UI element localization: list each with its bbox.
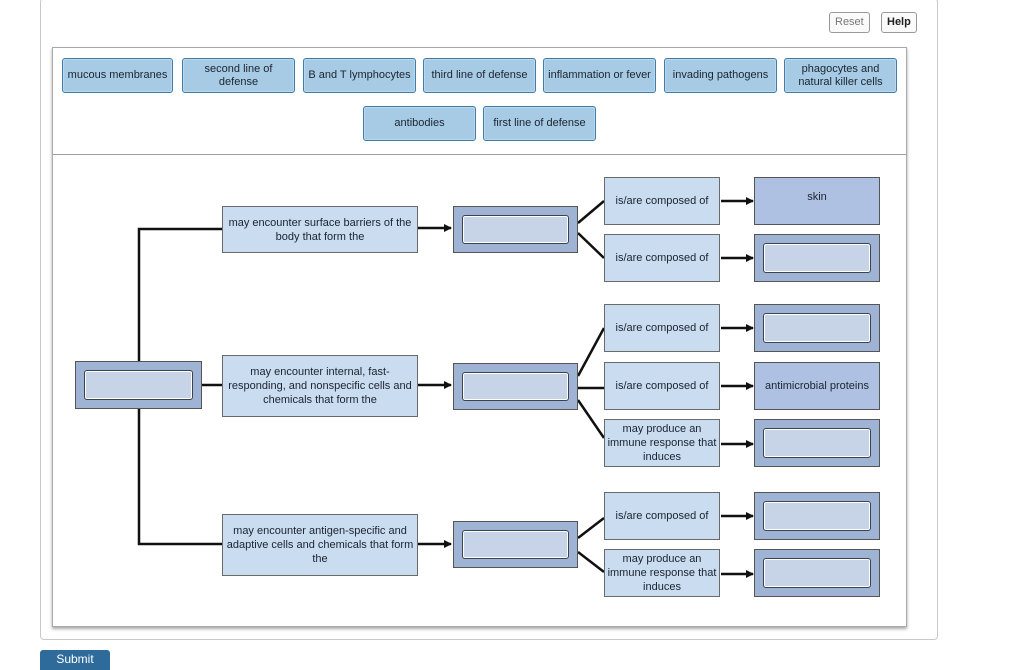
drag-drop-panel: mucous membranes second line of defense … bbox=[52, 47, 907, 627]
drop-target-root[interactable] bbox=[75, 361, 202, 409]
drop-target-result-6[interactable] bbox=[754, 492, 880, 540]
help-button[interactable]: Help bbox=[881, 12, 917, 33]
drop-slot[interactable] bbox=[462, 530, 569, 559]
drop-slot[interactable] bbox=[84, 370, 193, 400]
label-chip-first-line-of-defense[interactable]: first line of defense bbox=[483, 106, 596, 141]
label-chip-b-and-t-lymphocytes[interactable]: B and T lymphocytes bbox=[303, 58, 416, 93]
drop-slot[interactable] bbox=[462, 215, 569, 244]
statement-internal-nonspecific: may encounter internal, fast-responding,… bbox=[222, 355, 418, 417]
drop-target-line-1[interactable] bbox=[453, 206, 578, 253]
drop-target-line-2[interactable] bbox=[453, 363, 578, 410]
drop-slot[interactable] bbox=[763, 313, 871, 343]
connector-composed-of-1: is/are composed of bbox=[604, 177, 720, 225]
label-chip-second-line-of-defense[interactable]: second line of defense bbox=[182, 58, 295, 93]
label-bank: mucous membranes second line of defense … bbox=[53, 48, 906, 155]
label-chip-invading-pathogens[interactable]: invading pathogens bbox=[664, 58, 777, 93]
drop-slot[interactable] bbox=[763, 428, 871, 458]
drop-slot[interactable] bbox=[462, 372, 569, 401]
label-chip-mucous-membranes[interactable]: mucous membranes bbox=[62, 58, 173, 93]
label-chip-phagocytes-and-natural-killer-cells[interactable]: phagocytes and natural killer cells bbox=[784, 58, 897, 93]
drop-slot[interactable] bbox=[763, 243, 871, 273]
connector-composed-of-3: is/are composed of bbox=[604, 304, 720, 352]
connector-composed-of-4: is/are composed of bbox=[604, 362, 720, 410]
drop-target-line-3[interactable] bbox=[453, 521, 578, 568]
reset-button[interactable]: Reset bbox=[829, 12, 870, 33]
statement-surface-barriers: may encounter surface barriers of the bo… bbox=[222, 206, 418, 253]
label-chip-inflammation-or-fever[interactable]: inflammation or fever bbox=[543, 58, 656, 93]
connector-composed-of-2: is/are composed of bbox=[604, 234, 720, 282]
drop-target-result-3[interactable] bbox=[754, 304, 880, 352]
drop-target-result-5[interactable] bbox=[754, 419, 880, 467]
connector-lines bbox=[137, 197, 754, 578]
connector-produce-1: may produce an immune response that indu… bbox=[604, 419, 720, 467]
label-chip-antibodies[interactable]: antibodies bbox=[363, 106, 476, 141]
drop-target-result-7[interactable] bbox=[754, 549, 880, 597]
result-skin: skin bbox=[754, 177, 880, 225]
statement-antigen-specific: may encounter antigen-specific and adapt… bbox=[222, 514, 418, 576]
connector-produce-2: may produce an immune response that indu… bbox=[604, 549, 720, 597]
result-antimicrobial-proteins: antimicrobial proteins bbox=[754, 362, 880, 410]
drop-slot[interactable] bbox=[763, 501, 871, 531]
label-chip-third-line-of-defense[interactable]: third line of defense bbox=[423, 58, 536, 93]
connector-composed-of-5: is/are composed of bbox=[604, 492, 720, 540]
drop-slot[interactable] bbox=[763, 558, 871, 588]
submit-button[interactable]: Submit bbox=[40, 650, 110, 670]
drop-target-result-2[interactable] bbox=[754, 234, 880, 282]
